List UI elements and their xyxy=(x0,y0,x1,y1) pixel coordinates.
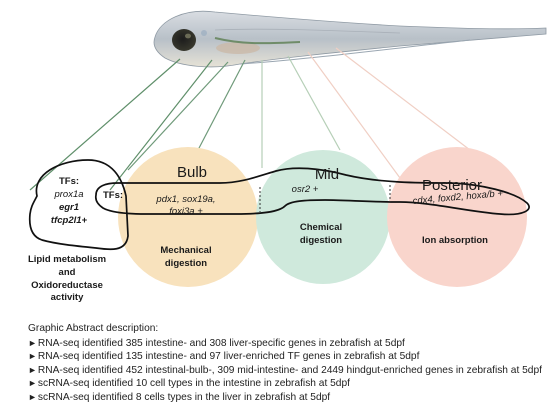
bulb-title: Bulb xyxy=(177,164,207,181)
description-item-text: scRNA-seq identified 10 cell types in th… xyxy=(37,378,350,390)
graphic-abstract-description: Graphic Abstract description: ►RNA-seq i… xyxy=(28,322,548,405)
liver-gene-prox1a: prox1a xyxy=(53,189,83,200)
posterior-title: Posterior xyxy=(422,177,482,194)
description-item: ►scRNA-seq identified 8 cells types in t… xyxy=(28,391,548,405)
description-item-text: scRNA-seq identified 8 cells types in th… xyxy=(37,391,331,403)
liver-tfs-label: TFs: xyxy=(59,176,79,187)
connector-lines xyxy=(29,47,471,191)
bullet-arrow-icon: ► xyxy=(28,391,37,402)
bullet-arrow-icon: ► xyxy=(28,337,37,348)
mid-region-circle xyxy=(256,150,390,284)
intestine-outline xyxy=(94,167,530,216)
bulb-connector-left xyxy=(127,61,229,171)
graphic-abstract-diagram: Bulb Mid Posterior TFs: prox1a egr1 tfcp… xyxy=(28,10,547,303)
liver-outline xyxy=(28,159,129,251)
liver-connector-right xyxy=(109,59,213,191)
description-item-text: RNA-seq identified 135 intestine- and 97… xyxy=(37,351,420,363)
bulb-genes-line2: foxi3a + xyxy=(169,206,203,217)
liver-function-line3: Oxidoreductase xyxy=(31,280,103,291)
liver-connector xyxy=(29,58,181,191)
yolk-sac xyxy=(216,42,260,54)
posterior-region-circle xyxy=(387,147,527,287)
mid-function-line2: digestion xyxy=(300,235,342,246)
bulb-function-line2: digestion xyxy=(165,258,207,269)
description-item: ►scRNA-seq identified 10 cell types in t… xyxy=(28,377,548,391)
description-item: ►RNA-seq identified 135 intestine- and 9… xyxy=(28,350,548,364)
bulb-function-line1: Mechanical xyxy=(160,245,211,256)
posterior-function: Ion absorption xyxy=(422,235,488,246)
description-item: ►RNA-seq identified 385 intestine- and 3… xyxy=(28,337,548,351)
description-item: ►RNA-seq identified 452 intestinal-bulb-… xyxy=(28,364,548,378)
bullet-arrow-icon: ► xyxy=(28,378,37,389)
liver-gene-tfcp2l1: tfcp2l1+ xyxy=(51,215,88,226)
description-title: Graphic Abstract description: xyxy=(28,323,159,334)
posterior-connector-right xyxy=(335,47,471,151)
liver-gene-egr1: egr1 xyxy=(59,202,79,213)
zebrafish-larva xyxy=(153,10,547,68)
liver-function-line4: activity xyxy=(51,292,84,303)
mid-function-line1: Chemical xyxy=(300,222,342,233)
bulb-connector-right xyxy=(197,59,246,151)
liver-function-line2: and xyxy=(59,267,76,278)
bullet-arrow-icon: ► xyxy=(28,351,37,362)
posterior-connector-left xyxy=(307,51,401,179)
description-item-text: RNA-seq identified 452 intestinal-bulb-,… xyxy=(37,364,542,376)
bulb-region-circle xyxy=(118,147,258,287)
bullet-arrow-icon: ► xyxy=(28,364,37,375)
bulb-genes-line1: pdx1, sox19a, xyxy=(155,194,215,205)
mid-connector-right xyxy=(287,55,341,151)
intestine-tfs-label: TFs: xyxy=(103,190,123,201)
mid-genes: osr2 + xyxy=(292,184,319,195)
eye-icon xyxy=(172,29,196,51)
description-item-text: RNA-seq identified 385 intestine- and 30… xyxy=(37,337,405,349)
liver-function-line1: Lipid metabolism xyxy=(28,254,106,265)
mid-title: Mid xyxy=(315,166,339,183)
